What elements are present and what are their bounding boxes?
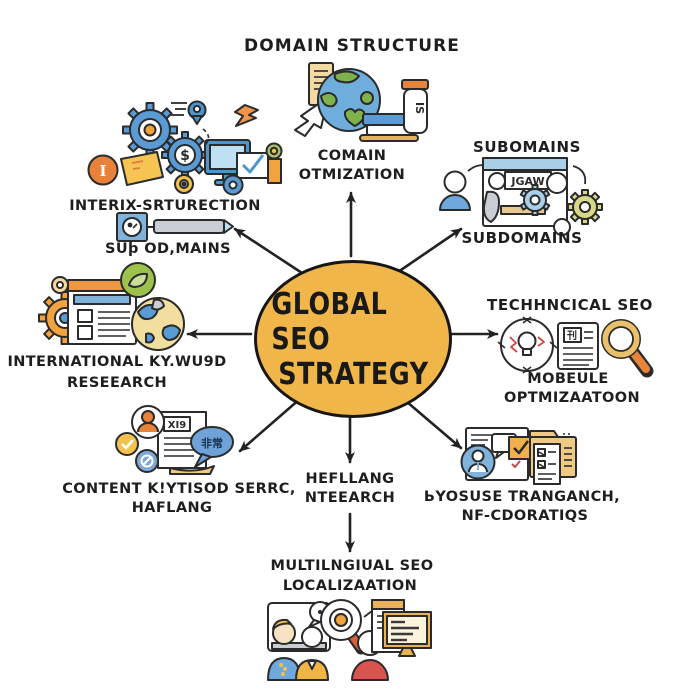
folder-checklist-icon <box>529 430 577 485</box>
technical-seo-icon-cluster: 刊 <box>497 316 654 378</box>
node-label-multilingual-line2: LOCALIZAATION <box>282 578 418 594</box>
arrow-down-left <box>238 396 303 453</box>
international-research-icon-cluster <box>38 262 185 351</box>
arrow-up-right <box>396 227 463 274</box>
node-label-domain-line1: COMAIN <box>317 148 387 164</box>
wheel-icon <box>222 174 244 196</box>
bubble-circle-icon <box>553 218 571 236</box>
lightning-icon <box>234 104 259 127</box>
subdomains-icon-cluster: JGAW <box>439 157 603 236</box>
node-label-content-line1: CONTENT K!YTISOD SERRC, <box>62 481 296 497</box>
magnifier-icon <box>601 319 654 378</box>
node-heading-domain-structure: DOMAIN STRUCTURE <box>243 36 461 56</box>
node-label-hreflang-line2: NTEEARCH <box>304 490 396 506</box>
node-heading-technical-seo: TECHHNCICAL SEO <box>487 296 653 314</box>
central-node: GLOBAL SEO STRATEGY <box>254 260 452 418</box>
speech-bubble-icon: 非常 <box>190 426 234 468</box>
lightbulb-icon <box>497 316 558 374</box>
speech-glyphs-text: 非常 <box>201 436 223 450</box>
map-pin-icon <box>171 100 207 125</box>
person-badge-icon <box>460 444 496 480</box>
screens-icon <box>371 599 432 657</box>
node-label-implementation-line1: ЬYOSUSE TRANGANCH, <box>423 489 621 505</box>
node-label-hreflang-line1: HEFLLANG <box>305 471 395 487</box>
coin-letter-text: I <box>99 162 106 180</box>
letter-coin-icon: I <box>87 154 119 186</box>
no-circle-icon <box>135 449 159 473</box>
bubble-circle-icon <box>546 172 568 194</box>
webpage-icon <box>51 276 137 345</box>
doc-glyph-text: 刊 <box>567 330 577 342</box>
dollar-text: $ <box>180 148 190 164</box>
node-heading-subdomains: SUBOMAINS <box>472 138 582 156</box>
content-hreflang-icon-cluster: XI9 非常 <box>115 405 234 475</box>
doc-code-text: XI9 <box>168 420 186 431</box>
domain-structure-icon-cluster: IS <box>294 62 429 142</box>
donut-icon <box>174 174 194 194</box>
avatar-icon <box>131 405 165 439</box>
node-label-multilingual-line1: MULTILNGIUAL SEO <box>270 558 434 574</box>
node-label-intl-research-line1: INTERNATIONAL KY.WU9D <box>7 354 227 370</box>
node-label-site-structure: INTERIX-SRTURECTION <box>69 198 261 214</box>
team-person-icon <box>295 626 329 681</box>
document-icon: 刊 <box>557 322 599 370</box>
arrow-up-left <box>233 227 304 275</box>
node-label-subdomains-slider: SUþ OD,MAINS <box>105 241 231 257</box>
dollar-gear-icon: $ <box>161 131 209 179</box>
person-icon <box>439 170 471 211</box>
jar-label-text: IS <box>413 102 426 114</box>
jar-icon <box>401 79 429 134</box>
gear-icon <box>122 102 178 158</box>
central-title-line1: GLOBAL SEO <box>271 286 388 357</box>
map-note-icon <box>120 151 164 186</box>
node-label-intl-research-line2: RESEEARCH <box>66 375 168 391</box>
node-label-domain-line2: OTMIZATION <box>298 167 406 183</box>
node-label-subdomains: SUBDOMAINS <box>461 229 583 247</box>
slider-icon <box>116 212 234 242</box>
books-icon <box>359 113 419 142</box>
browser-tab-text: JGAW <box>510 175 544 188</box>
arrow-down-right <box>398 394 463 450</box>
search-target-icon <box>320 599 367 655</box>
central-title-line2: STRATEGY <box>277 356 429 392</box>
olive-gear-icon <box>567 189 603 225</box>
world-map-globe-icon <box>131 297 185 351</box>
check-circle-icon <box>115 432 139 456</box>
node-label-content-line2: HAFLANG <box>131 500 213 516</box>
node-label-implementation-line2: NF-CDORATIQS <box>461 508 589 524</box>
target-dot-icon <box>265 142 283 160</box>
leaf-circle-icon <box>120 262 156 298</box>
structure-icon-cluster: $ I <box>87 100 283 196</box>
team-person-icon <box>267 618 301 681</box>
localization-icon-cluster <box>267 599 432 681</box>
page-curl-icon <box>169 465 215 475</box>
node-label-mobile-line1: MOBEULE <box>527 371 609 387</box>
hreflang-implementation-icon-cluster <box>460 427 577 485</box>
small-gear-icon <box>519 184 551 216</box>
check-box-icon <box>508 436 532 460</box>
node-label-mobile-line2: OPTMIZAATOON <box>504 390 640 406</box>
